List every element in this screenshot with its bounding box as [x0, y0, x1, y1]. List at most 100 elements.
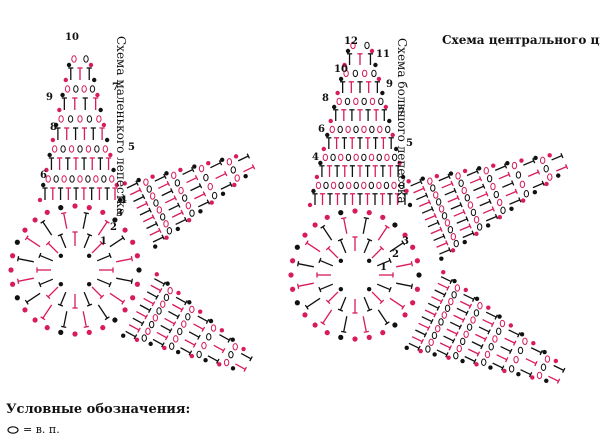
row-number: 2 [392, 249, 399, 260]
stitch-loop [511, 161, 518, 170]
stitch-stroke [492, 362, 504, 369]
stitch-dot [10, 281, 16, 287]
stitch-stroke [99, 240, 105, 246]
stitch-dot [178, 167, 183, 173]
stitch-dot [318, 160, 323, 166]
stitch-loop [189, 209, 195, 217]
stitch-dot [150, 174, 155, 179]
row-number: 9 [386, 79, 393, 90]
stitch-dot [86, 253, 92, 259]
stitch-loop [86, 115, 93, 123]
stitch-stroke [562, 367, 566, 373]
stitch-loop [435, 198, 442, 206]
stitch-loop [441, 311, 447, 319]
stitch-stroke [501, 365, 505, 371]
stitch-stroke [158, 227, 162, 234]
stitch-dot [338, 76, 344, 82]
stitch-stroke [96, 254, 111, 262]
stitch-stroke [445, 352, 449, 358]
stitch-dot [509, 206, 514, 212]
stitch-dot [491, 163, 496, 168]
stitch-stroke [164, 335, 169, 341]
stitch-dot [164, 235, 169, 240]
stitch-loop [226, 158, 233, 166]
stitch-loop [376, 181, 382, 190]
stitch-stroke [97, 221, 108, 236]
stitch-loop [353, 181, 359, 190]
stitch-loop [427, 177, 433, 185]
stitch-stroke [194, 175, 199, 181]
stitch-loop [473, 309, 480, 317]
stitch-dot [338, 258, 344, 264]
stitch-dot [233, 154, 239, 159]
stitch-loop [232, 343, 238, 351]
stitch-loop [189, 305, 195, 314]
stitch-dot [338, 210, 344, 216]
stitch-dot [176, 290, 181, 296]
stitch-loop [315, 181, 322, 190]
stitch-stroke [532, 182, 544, 189]
stitch-stroke [523, 160, 534, 166]
stitch-stroke [246, 153, 251, 159]
stitch-stroke [433, 312, 437, 318]
stitch-dot [352, 208, 358, 214]
stitch-stroke [500, 345, 512, 352]
stitch-stroke [140, 320, 145, 327]
stitch-dot [380, 90, 385, 96]
stitch-loop [60, 145, 66, 153]
stitch-stroke [491, 206, 495, 212]
stitch-loop [61, 175, 67, 183]
stitch-loop [101, 175, 107, 183]
stitch-dot [547, 153, 552, 158]
stitch-loop [228, 350, 234, 359]
stitch-dot [153, 244, 158, 249]
stitch-stroke [192, 342, 197, 348]
stitch-stroke [166, 180, 171, 187]
stitch-stroke [448, 247, 452, 253]
stitch-loop [492, 335, 498, 343]
stitch-stroke [243, 166, 254, 173]
stitch-stroke [483, 336, 488, 342]
stitch-dot [331, 104, 337, 110]
row-number: 11 [376, 49, 390, 60]
stitch-dot [414, 258, 420, 264]
stitch-stroke [91, 242, 103, 254]
stitch-stroke [83, 211, 89, 215]
stitch-stroke [16, 278, 20, 284]
stitch-stroke [184, 300, 188, 306]
stitch-dot [57, 107, 62, 113]
stitch-stroke [475, 168, 479, 174]
row-number: 6 [40, 170, 47, 181]
stitch-stroke [164, 197, 176, 204]
stitch-loop [451, 291, 457, 299]
stitch-stroke [534, 360, 538, 367]
stitch-stroke [448, 345, 452, 351]
stitch-loop [493, 190, 500, 199]
row-number: 5 [128, 142, 135, 153]
stitch-dot [366, 258, 372, 264]
stitch-loop [385, 125, 391, 134]
stitch-stroke [40, 219, 46, 224]
stitch-loop [361, 181, 367, 190]
stitch-stroke [416, 194, 427, 201]
stitch-stroke [296, 261, 300, 267]
stitch-stroke [556, 166, 567, 172]
stitch-stroke [473, 358, 477, 365]
stitch-stroke [161, 234, 165, 240]
stitch-stroke [494, 314, 498, 320]
stitch-loop [368, 181, 375, 190]
stitch-stroke [410, 180, 422, 187]
stitch-dot [134, 253, 140, 259]
stitch-stroke [439, 226, 443, 232]
stitch-stroke [184, 339, 195, 346]
stitch-stroke [427, 221, 439, 228]
stitch-stroke [485, 311, 497, 318]
stitch-stroke [197, 334, 201, 340]
stitch-stroke [177, 202, 181, 208]
stitch-stroke [459, 225, 471, 231]
stitch-loop [430, 184, 436, 192]
stitch-dot [111, 167, 116, 173]
row-number: 10 [65, 32, 79, 43]
stitch-stroke [371, 247, 383, 259]
stitch-stroke [237, 155, 249, 162]
